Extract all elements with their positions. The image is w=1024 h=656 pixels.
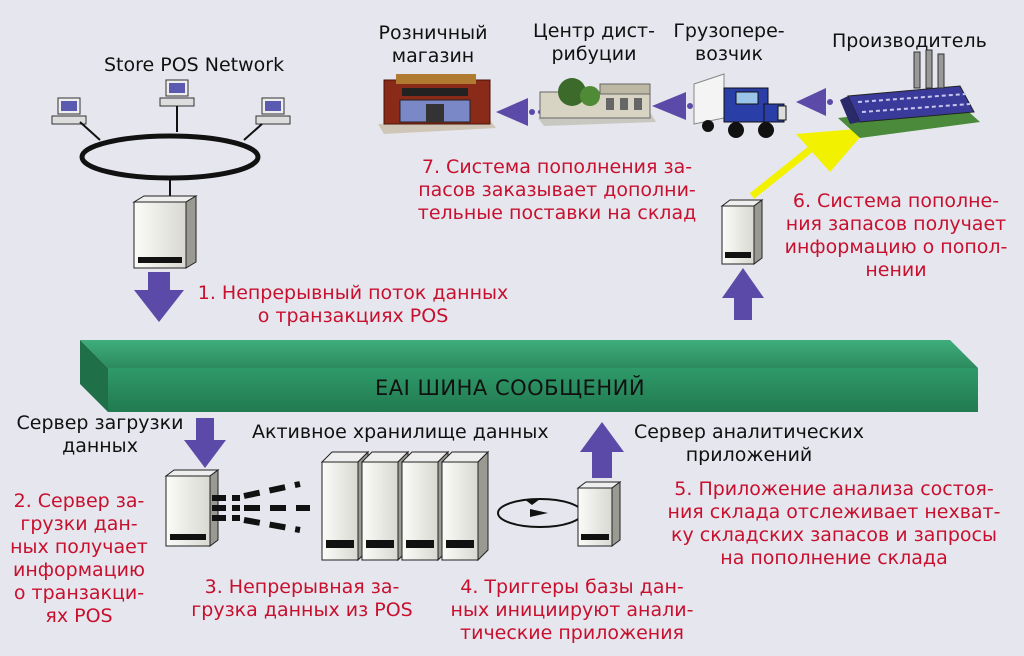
replenishment-server-icon — [720, 199, 764, 265]
arrow-up-icon — [580, 422, 624, 478]
truck-icon — [693, 73, 787, 138]
retail-store-icon — [378, 74, 496, 134]
step-3-label: 3. Непрерывная за- грузка данных из POS — [191, 576, 413, 621]
step-2-label: 2. Сервер за- грузки дан- ных получает и… — [10, 490, 148, 627]
warehouse-icon — [320, 450, 490, 562]
arrow-down-icon — [184, 418, 226, 468]
factory-icon — [838, 49, 980, 138]
arrow-left-icon — [496, 98, 528, 126]
store-pos-network-label: Store POS Network — [104, 54, 285, 76]
arrow-up-icon — [722, 268, 764, 320]
eai-bus — [80, 340, 978, 412]
carrier-label: Грузопере- возчик — [673, 20, 785, 65]
analytics-server-label: Сервер аналитических приложений — [633, 421, 865, 466]
arrow-down-icon — [134, 272, 184, 322]
step-6-label: 6. Система пополне- ния запасов получает… — [784, 190, 1008, 281]
signal-arrow-icon — [749, 128, 868, 199]
trigger-loop — [497, 498, 583, 528]
manufacturer-label: Производитель — [832, 30, 987, 52]
analytics-server-icon — [576, 481, 622, 547]
arrow-left-icon — [796, 88, 826, 116]
pos-terminal-icon — [159, 79, 195, 132]
load-server-icon — [164, 469, 220, 547]
step-4-label: 4. Триггеры базы дан- ных инициируют ана… — [450, 576, 694, 644]
step-5-label: 5. Приложение анализа состоя- ния склада… — [667, 478, 1001, 569]
data-load-dashes — [212, 481, 310, 533]
distribution-center-label: Центр дист- рибуции — [533, 20, 655, 65]
pos-server-icon — [132, 195, 198, 269]
step-1-label: 1. Непрерывный поток данных о транзакция… — [197, 282, 509, 327]
pos-terminal-icon — [51, 97, 101, 141]
distribution-center-icon — [538, 78, 656, 126]
arrow-left-icon — [652, 92, 686, 120]
retail-store-label: Розничный магазин — [378, 22, 488, 67]
active-warehouse-label: Активное хранилище данных — [252, 421, 549, 443]
pos-terminal-icon — [243, 97, 291, 141]
eai-bus-label: EAI ШИНА СООБЩЕНИЙ — [374, 376, 646, 400]
network-ring — [79, 133, 261, 181]
load-server-label: Сервер загрузки данных — [16, 412, 184, 457]
pos-network — [51, 79, 291, 200]
step-7-label: 7. Система пополнения за- пасов заказыва… — [417, 156, 697, 224]
